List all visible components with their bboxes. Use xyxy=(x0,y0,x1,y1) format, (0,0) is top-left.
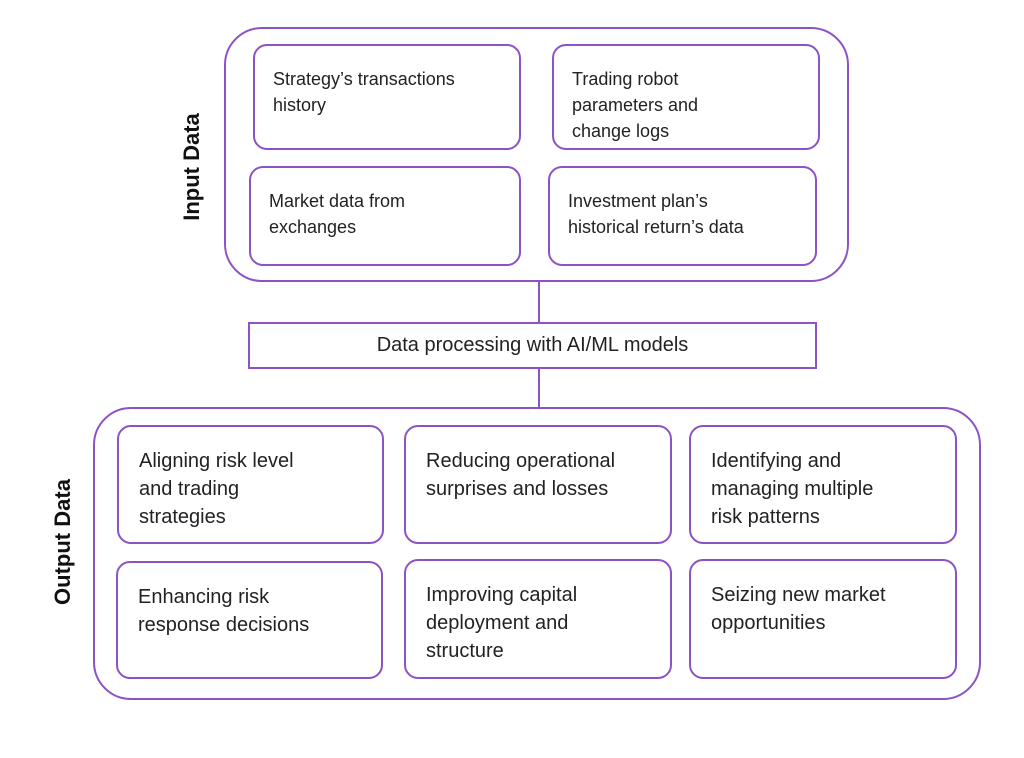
connector-input-to-process xyxy=(538,282,540,322)
output-item-identifying-patterns: Identifying and managing multiple risk p… xyxy=(689,425,957,544)
process-box: Data processing with AI/ML models xyxy=(248,322,817,369)
output-item-seizing-opportunities: Seizing new market opportunities xyxy=(689,559,957,679)
output-item-enhancing-response: Enhancing risk response decisions xyxy=(116,561,383,679)
output-item-improving-capital: Improving capital deployment and structu… xyxy=(404,559,672,679)
output-data-label: Output Data xyxy=(50,479,75,605)
input-item-transactions-history: Strategy’s transactions history xyxy=(253,44,521,150)
connector-process-to-output xyxy=(538,369,540,407)
input-item-historical-returns: Investment plan’s historical return’s da… xyxy=(548,166,817,266)
output-item-reducing-surprises: Reducing operational surprises and losse… xyxy=(404,425,672,544)
output-item-aligning-risk: Aligning risk level and trading strategi… xyxy=(117,425,384,544)
input-item-market-data: Market data from exchanges xyxy=(249,166,521,266)
process-label: Data processing with AI/ML models xyxy=(376,334,689,356)
input-data-label: Input Data xyxy=(179,113,204,221)
input-item-robot-parameters: Trading robot parameters and change logs xyxy=(552,44,820,150)
